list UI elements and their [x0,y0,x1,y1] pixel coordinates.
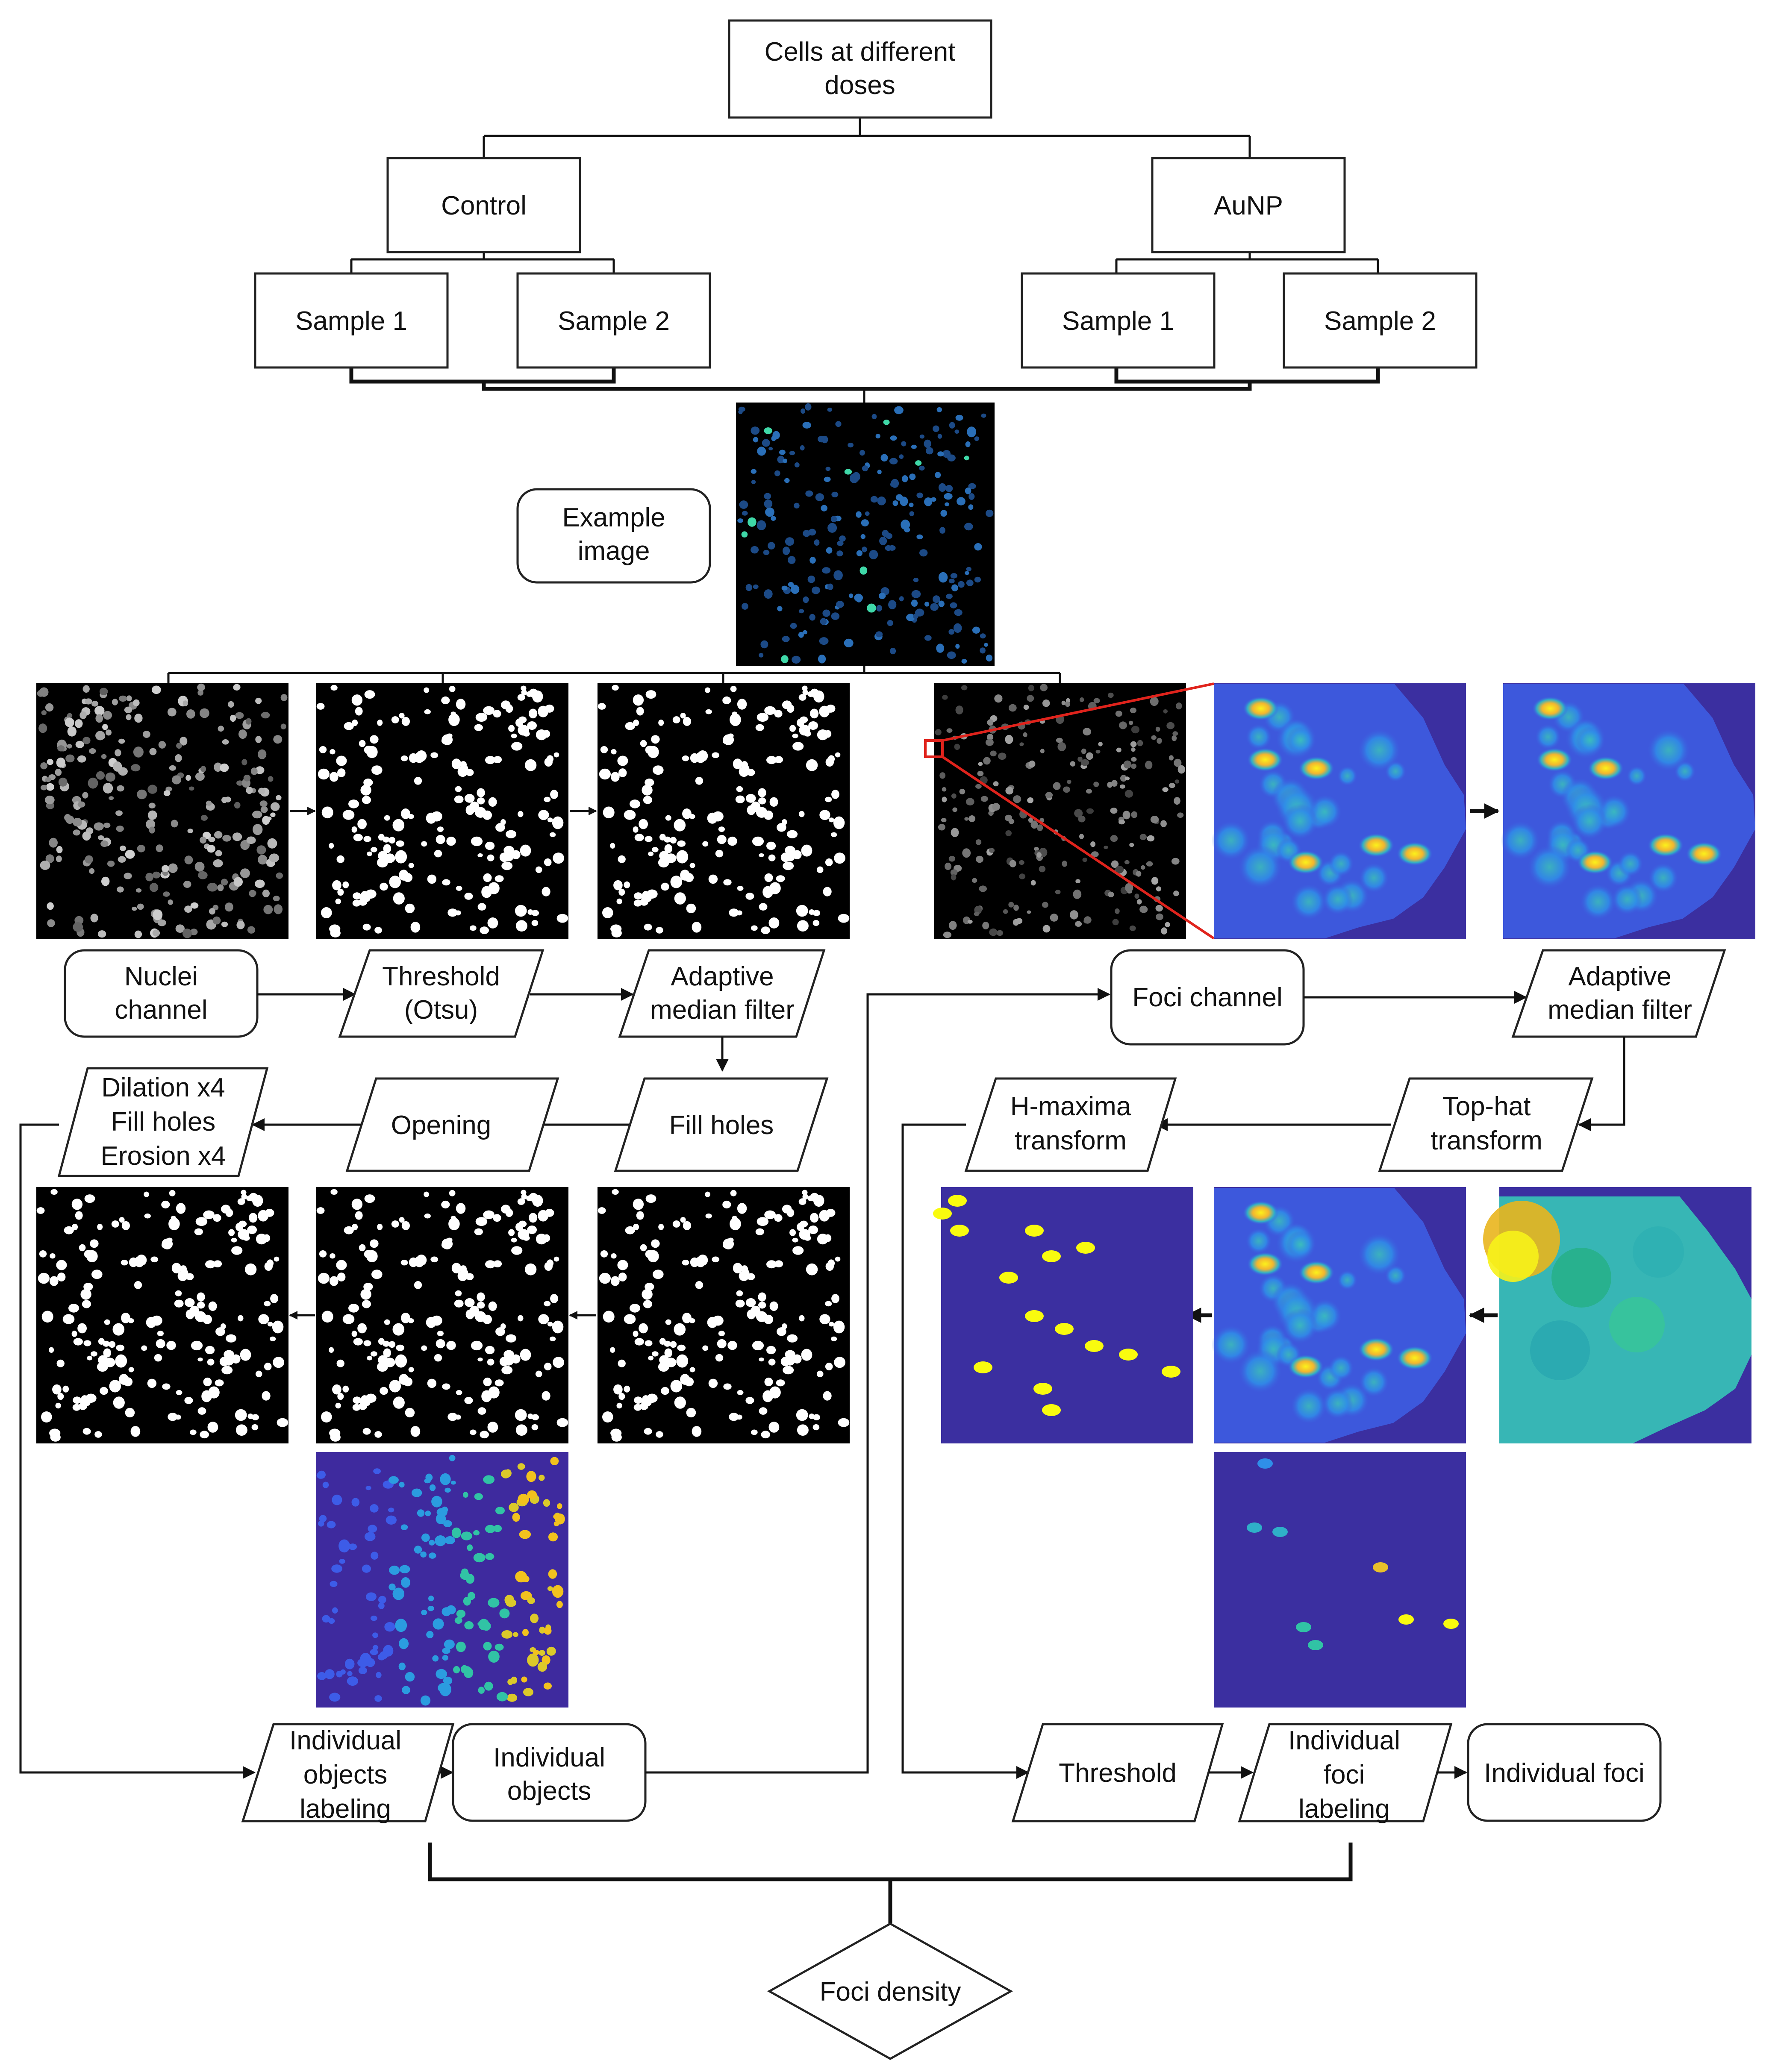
control-sample-1: Sample 1 [254,272,449,369]
opened-image [316,1187,568,1443]
filled-holes-image [598,1187,850,1443]
example-microscopy-image [736,403,995,666]
aunp-node: AuNP [1151,157,1346,253]
svg-text:Foci channel: Foci channel [1132,983,1283,1012]
svg-text:Foci density: Foci density [820,1977,961,2007]
median-filtered-image [598,683,850,939]
individual-foci-node: Individual foci [1467,1723,1662,1822]
dilation-result-image [36,1187,288,1443]
foci-channel-node: Foci channel [1110,949,1305,1046]
opening-node: Opening [345,1077,559,1172]
aunp-sample-1: Sample 1 [1021,272,1216,369]
binary-foci-image [933,1187,1193,1443]
tree-connectors [167,118,1380,683]
nuclei-grayscale-image [36,683,288,939]
aunp-label: AuNP [1214,191,1283,220]
example-image-label: Example image [516,488,711,584]
aunp-sample-1-label: Sample 1 [1062,306,1174,336]
tophat-result-image [1483,1187,1751,1443]
svg-text:Threshold(Otsu): Threshold(Otsu) [382,962,500,1025]
aunp-sample-2: Sample 2 [1283,272,1478,369]
labeled-foci-image [1214,1452,1466,1708]
example-line-1: Example [562,503,665,532]
control-node: Control [386,157,581,253]
foci-grayscale-image [924,683,1186,939]
foci-zoom-filtered-image [1501,683,1755,939]
root-line-1: Cells at different [765,37,956,67]
zoom-lines [942,682,1215,940]
svg-text:Fill holes: Fill holes [669,1111,774,1140]
otsu-threshold-image [316,683,568,939]
fill-holes-node: Fill holes [614,1077,829,1172]
example-line-2: image [578,536,650,566]
aunp-sample-2-label: Sample 2 [1324,306,1436,336]
svg-text:Individual foci: Individual foci [1484,1758,1645,1788]
foci-zoom-image [1211,683,1466,939]
root-node: Cells at different doses [728,19,992,119]
hmaxima-input-image [1211,1187,1466,1443]
control-sample-2: Sample 2 [516,272,711,369]
threshold-node: Threshold [1011,1723,1224,1822]
foci-density-node: Foci density [767,1922,1013,2060]
control-sample-1-label: Sample 1 [295,306,407,336]
root-line-2: doses [824,71,895,100]
control-sample-2-label: Sample 2 [558,306,670,336]
labeled-nuclei-image [316,1452,568,1708]
threshold-otsu-node: Threshold(Otsu) [338,949,545,1038]
svg-text:Threshold: Threshold [1059,1758,1177,1788]
svg-text:Opening: Opening [391,1111,491,1140]
control-label: Control [441,191,527,220]
